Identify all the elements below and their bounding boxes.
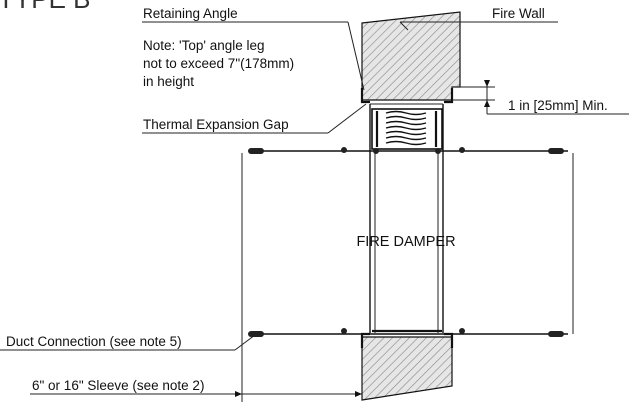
sleeve: [241, 150, 574, 335]
retaining-angle-label: Retaining Angle: [143, 6, 238, 21]
damper-blade-pack: [375, 110, 438, 147]
thermal-gap-label: Thermal Expansion Gap: [143, 117, 289, 132]
note-line-2: not to exceed 7"(178mm): [143, 56, 294, 71]
fire-damper: [369, 103, 444, 333]
sleeve-label: 6" or 16" Sleeve (see note 2): [32, 378, 204, 393]
retaining-angle: [360, 88, 454, 348]
fire-wall-label: Fire Wall: [492, 6, 545, 21]
min-gap-label: 1 in [25mm] Min.: [508, 98, 608, 113]
header-fragment: TYPE B: [0, 0, 90, 14]
fire-damper-label: FIRE DAMPER: [356, 234, 455, 250]
duct-connection-flanges: [248, 147, 564, 337]
note-line-3: in height: [143, 74, 194, 89]
note-line-1: Note: 'Top' angle leg: [143, 38, 265, 53]
fire-wall-lower: [361, 336, 453, 401]
min-gap-dimension: [452, 80, 629, 115]
sleeve-dimension: [30, 334, 362, 402]
fire-wall-upper: [361, 11, 461, 101]
duct-connection-label: Duct Connection (see note 5): [6, 334, 182, 349]
